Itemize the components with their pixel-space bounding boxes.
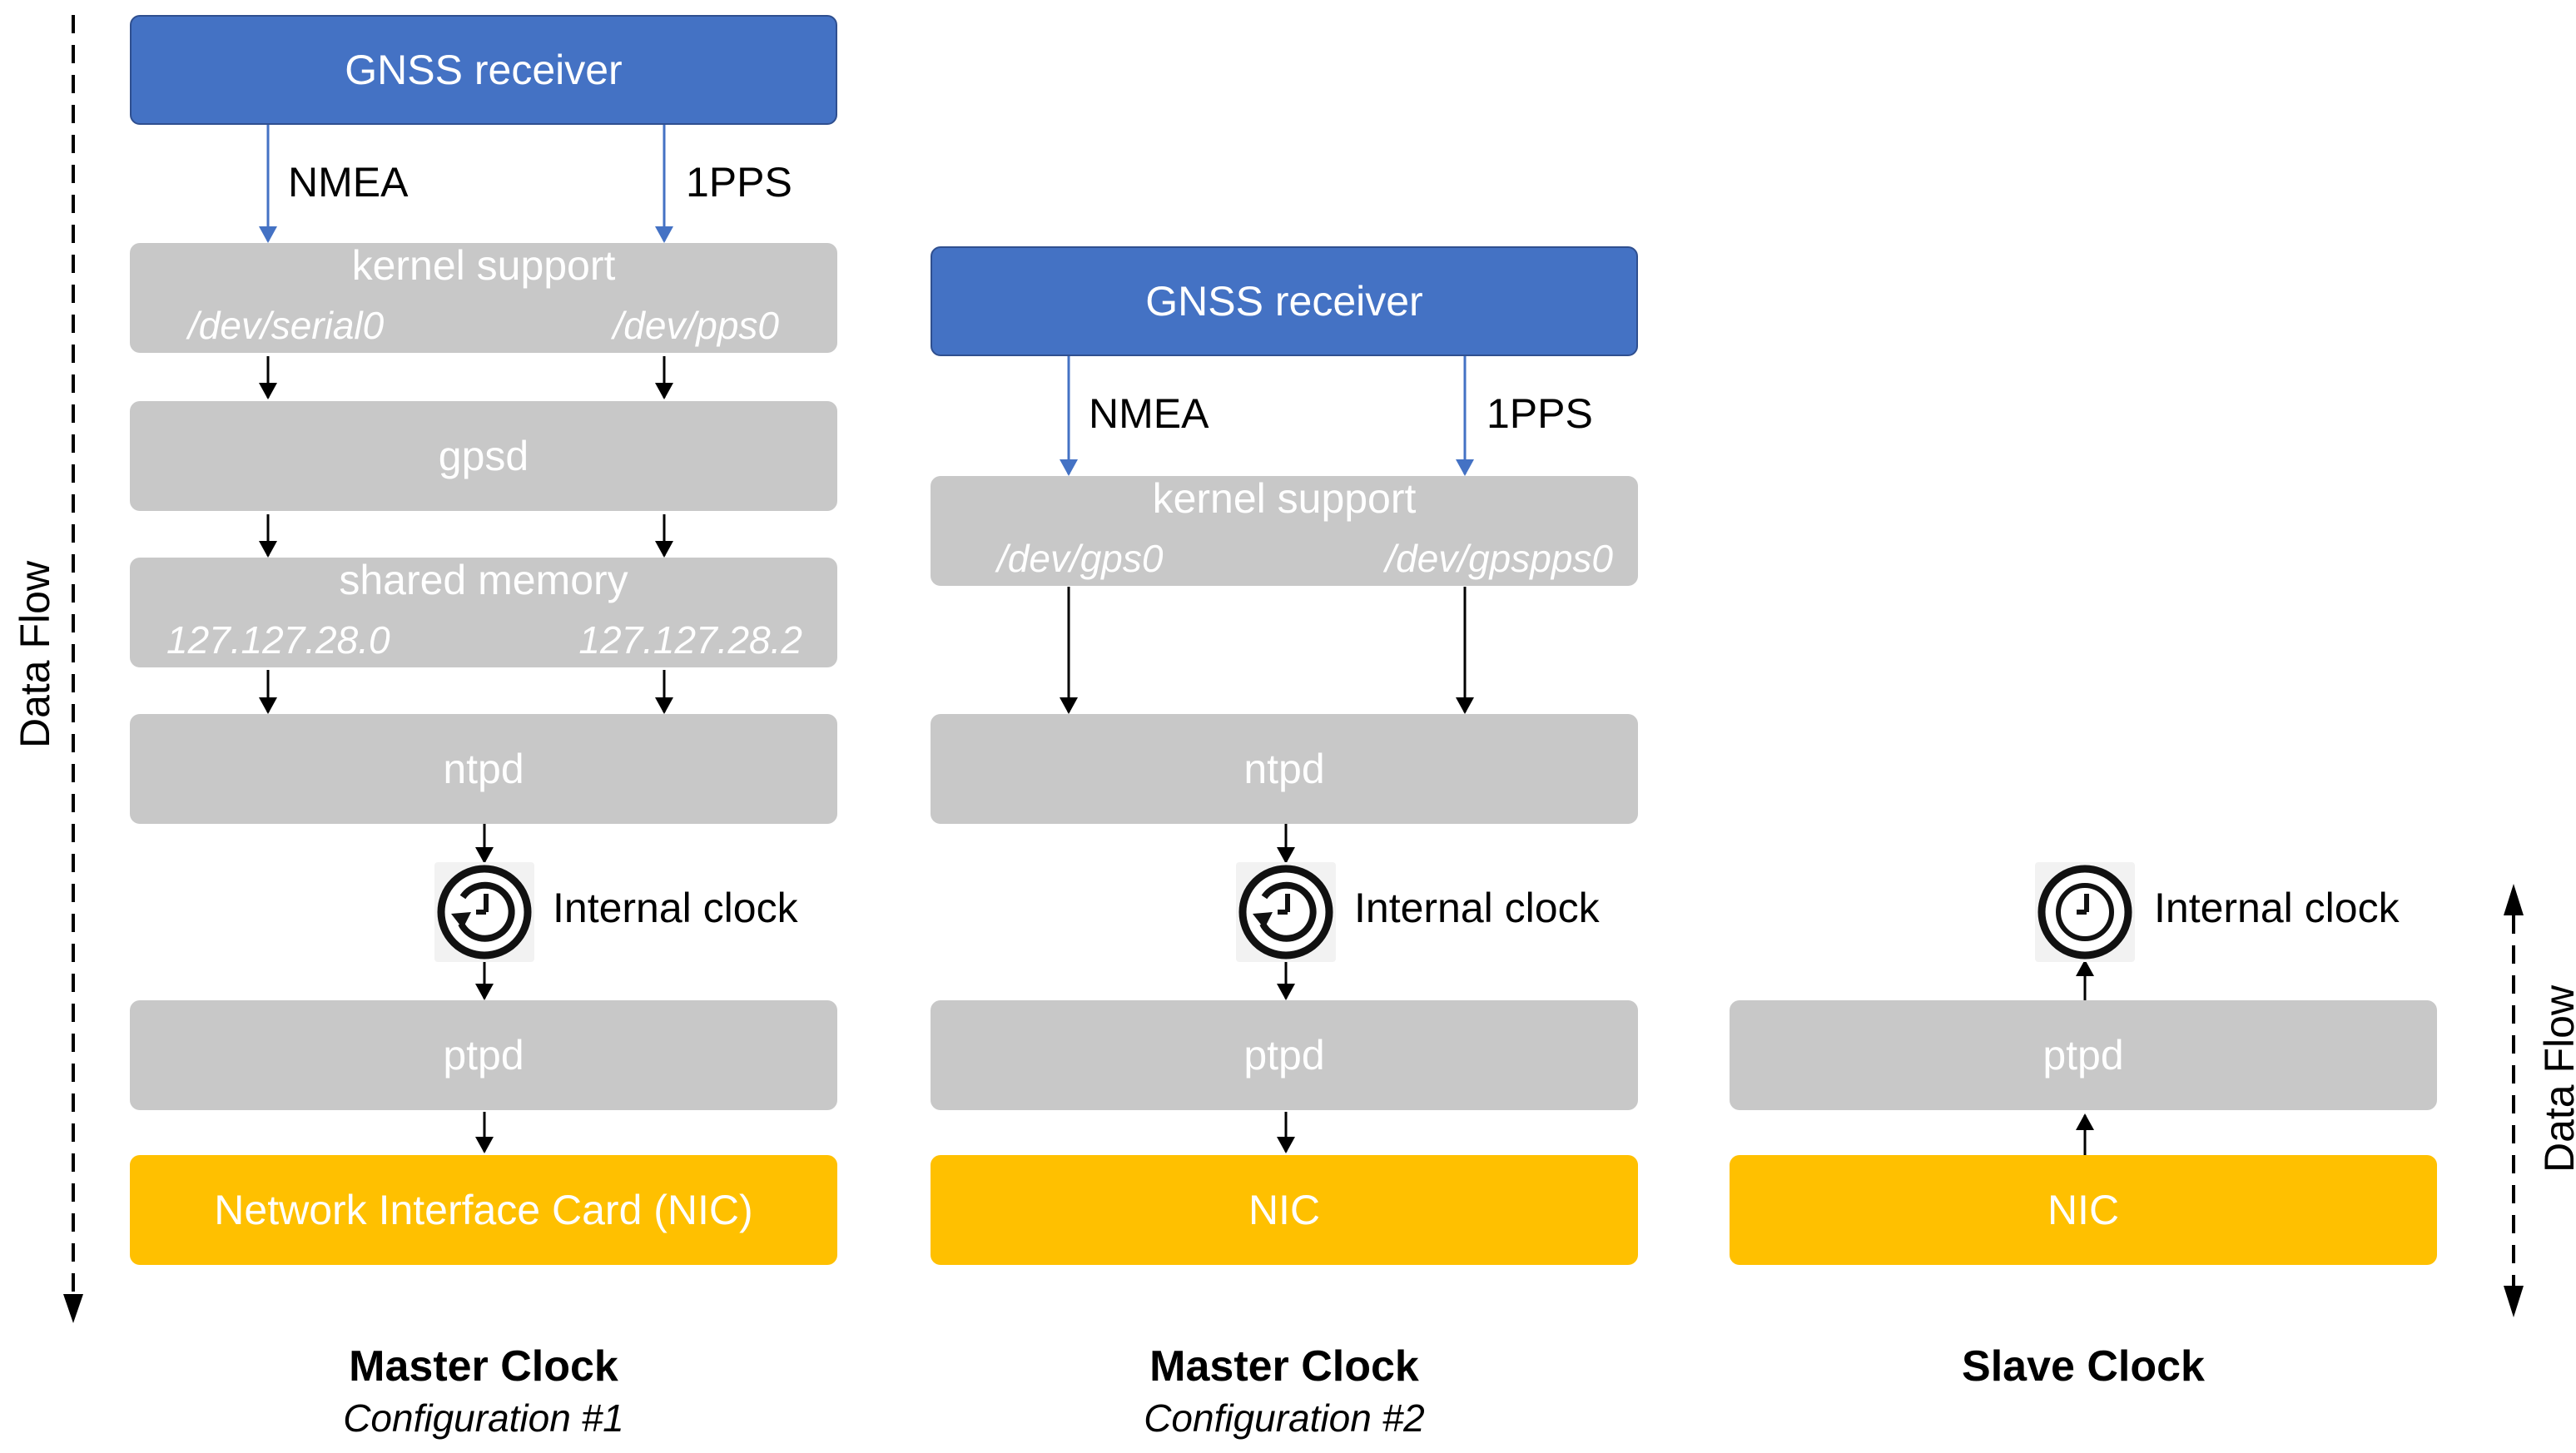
signal-nmea-2: NMEA — [1089, 390, 1209, 437]
right-axis-arrowhead-down — [2504, 1286, 2524, 1317]
device-serial0: /dev/serial0 — [188, 304, 385, 347]
internal-clock-label-1: Internal clock — [553, 885, 798, 931]
ntpd-label-2: ntpd — [1243, 746, 1325, 792]
device-pps0: /dev/pps0 — [613, 304, 779, 347]
nic-label-2: NIC — [1248, 1187, 1321, 1233]
signal-1pps-1: 1PPS — [686, 159, 792, 206]
gnss-receiver-label-1: GNSS receiver — [345, 47, 623, 93]
ptpd-box-1: ptpd — [130, 1000, 837, 1110]
nic-label-1: Network Interface Card (NIC) — [214, 1187, 753, 1233]
kernel-support-label-1: kernel support — [351, 242, 616, 289]
gnss-receiver-box-2: GNSS receiver — [931, 246, 1638, 356]
kernel-support-label-2: kernel support — [1152, 475, 1417, 522]
ptpd-label-1: ptpd — [443, 1032, 524, 1079]
nic-box-2: NIC — [931, 1155, 1638, 1265]
left-axis-arrowhead — [63, 1294, 83, 1323]
gpsd-box: gpsd — [130, 401, 837, 511]
internal-clock-label-3: Internal clock — [2154, 885, 2400, 931]
signal-nmea-1: NMEA — [288, 159, 409, 206]
shm-address-0: 127.127.28.0 — [166, 618, 390, 662]
shared-memory-box: shared memory 127.127.28.0 127.127.28.2 — [130, 558, 837, 667]
nic-box-3: NIC — [1730, 1155, 2437, 1265]
ptpd-box-2: ptpd — [931, 1000, 1638, 1110]
footer-title-1: Master Clock — [349, 1342, 618, 1391]
nic-box-1: Network Interface Card (NIC) — [130, 1155, 837, 1265]
signal-1pps-2: 1PPS — [1487, 390, 1593, 437]
kernel-support-box-2: kernel support /dev/gps0 /dev/gpspps0 — [931, 476, 1638, 586]
kernel-support-box-1: kernel support /dev/serial0 /dev/pps0 — [130, 243, 837, 353]
footer-title-2: Master Clock — [1149, 1342, 1419, 1391]
device-gpspps0: /dev/gpspps0 — [1385, 537, 1613, 580]
right-axis-arrowhead-up — [2504, 884, 2524, 915]
device-gps0: /dev/gps0 — [997, 537, 1164, 580]
footer-title-3: Slave Clock — [1962, 1342, 2205, 1391]
footer-subtitle-1: Configuration #1 — [343, 1396, 624, 1440]
gpsd-label: gpsd — [438, 433, 529, 479]
ptpd-label-3: ptpd — [2042, 1032, 2124, 1079]
internal-clock-label-2: Internal clock — [1354, 885, 1600, 931]
ptpd-box-3: ptpd — [1730, 1000, 2437, 1110]
clock-icon — [2035, 862, 2135, 962]
ntpd-box-1: ntpd — [130, 714, 837, 824]
gnss-receiver-box-1: GNSS receiver — [130, 15, 837, 125]
right-axis-label: Data Flow — [2536, 984, 2576, 1173]
nic-label-3: NIC — [2047, 1187, 2120, 1233]
shared-memory-label: shared memory — [339, 557, 628, 603]
clock-icon — [1236, 862, 1336, 962]
ntpd-label-1: ntpd — [443, 746, 524, 792]
gnss-receiver-label-2: GNSS receiver — [1145, 278, 1423, 325]
footer-col3: Slave Clock — [1875, 1340, 2291, 1394]
left-axis-label: Data Flow — [12, 560, 58, 748]
footer-col1: Master Clock Configuration #1 — [275, 1340, 692, 1444]
shm-address-2: 127.127.28.2 — [578, 618, 802, 662]
footer-subtitle-2: Configuration #2 — [1144, 1396, 1425, 1440]
ptpd-label-2: ptpd — [1243, 1032, 1325, 1079]
ntpd-box-2: ntpd — [931, 714, 1638, 824]
footer-col2: Master Clock Configuration #2 — [1076, 1340, 1492, 1444]
clock-icon — [434, 862, 534, 962]
